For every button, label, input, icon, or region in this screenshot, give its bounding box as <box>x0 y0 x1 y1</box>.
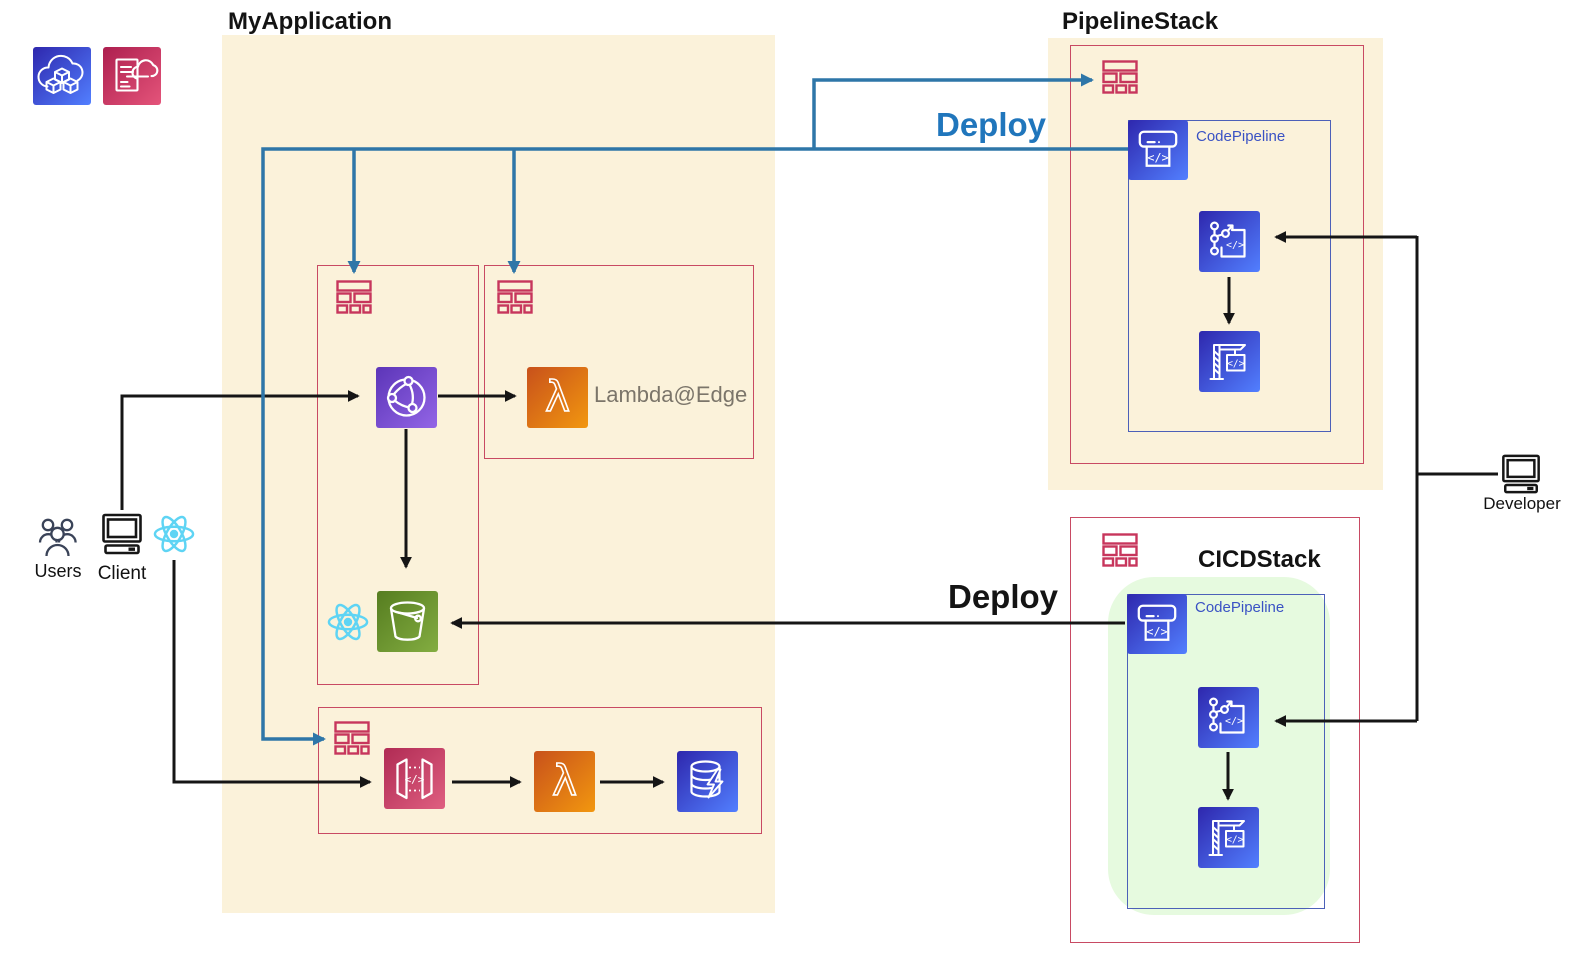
deploy-label-app: Deploy <box>948 578 1059 615</box>
pipeline-stack-title: PipelineStack <box>1062 8 1219 35</box>
cicd-stack-title: CICDStack <box>1198 546 1321 573</box>
cicd-codecommit-icon <box>1198 687 1259 748</box>
react-app-icon <box>325 601 371 643</box>
pipeline-codepipeline-box <box>1128 120 1331 432</box>
pipeline-codecommit-icon <box>1199 211 1260 272</box>
cloudfront-icon <box>376 367 437 428</box>
lambda-edge-label: Lambda@Edge <box>594 382 748 407</box>
pipeline-codepipeline-icon <box>1128 120 1188 180</box>
lambda-edge-icon <box>527 367 588 428</box>
cicd-codebuild-icon <box>1198 807 1259 868</box>
pipeline-codebuild-icon <box>1199 331 1260 392</box>
client-label: Client <box>97 563 147 584</box>
edge-stack-icon <box>497 280 533 314</box>
pipeline-stack-icon <box>1102 60 1138 94</box>
client-react-icon <box>151 513 197 555</box>
my-application-title: MyApplication <box>228 8 393 35</box>
cicd-codepipeline-label: CodePipeline <box>1195 599 1285 616</box>
api-gateway-icon <box>384 748 445 809</box>
cloudformation-template-icon <box>103 47 161 105</box>
cicd-stack-icon <box>1102 533 1138 567</box>
cicd-codepipeline-box <box>1127 594 1325 909</box>
client-computer-icon <box>100 512 144 556</box>
lambda-icon <box>534 751 595 812</box>
pipeline-codepipeline-label: CodePipeline <box>1196 128 1286 145</box>
users-icon <box>36 514 80 560</box>
users-label: Users <box>34 561 82 581</box>
deploy-label-pipeline: Deploy <box>936 106 1047 143</box>
developer-label: Developer <box>1483 494 1561 513</box>
aws-cdk-icon <box>33 47 91 105</box>
s3-bucket-icon <box>377 591 438 652</box>
api-stack-icon <box>334 721 370 755</box>
dynamodb-icon <box>677 751 738 812</box>
developer-computer-icon <box>1500 453 1542 495</box>
cicd-codepipeline-icon <box>1127 594 1187 654</box>
cdn-stack-icon <box>336 280 372 314</box>
